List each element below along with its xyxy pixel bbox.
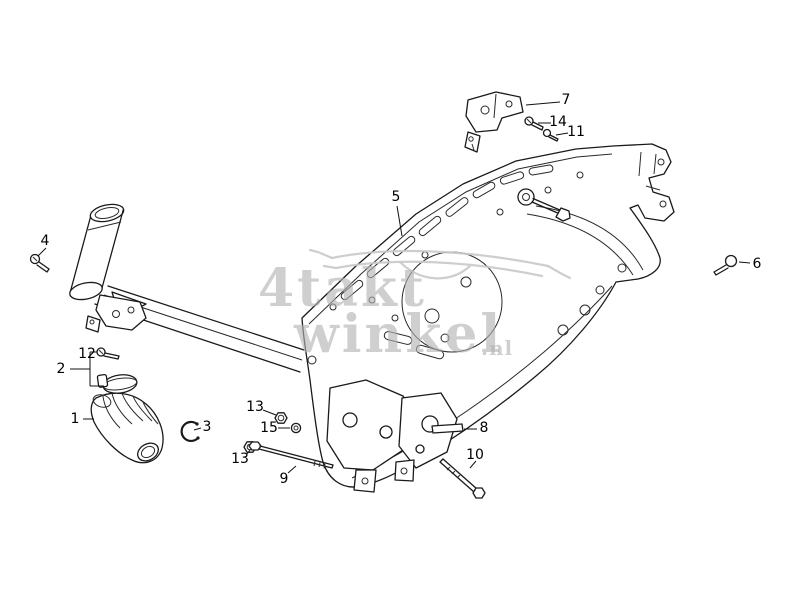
- bolt-part-10: [439, 458, 486, 499]
- callout-8: 8: [479, 420, 489, 436]
- intake-elbow-part-1: [90, 392, 164, 464]
- bracket-part-7: [464, 91, 524, 153]
- callout-2: 2: [56, 361, 66, 377]
- washer-part-15: [290, 422, 302, 434]
- bolt-part-9: [248, 441, 334, 469]
- circlip-part-3: [180, 420, 200, 443]
- callout-14: 14: [549, 114, 567, 130]
- nut-part-13-upper: [274, 412, 288, 424]
- callout-1: 1: [70, 411, 80, 427]
- callout-15: 15: [260, 420, 278, 436]
- callout-7: 7: [561, 92, 571, 108]
- callout-13-upper: 13: [246, 399, 264, 415]
- callout-11: 11: [567, 124, 585, 140]
- plate-part-8: [431, 423, 464, 434]
- callout-9: 9: [279, 471, 289, 487]
- callout-6: 6: [752, 256, 762, 272]
- callout-3: 3: [202, 419, 212, 435]
- callout-10: 10: [466, 447, 484, 463]
- callout-12: 12: [78, 346, 96, 362]
- screw-part-11: [542, 128, 559, 142]
- hose-clamp-part-2: [96, 373, 138, 394]
- bolt-part-6: [713, 254, 738, 276]
- callout-13-lower: 13: [231, 451, 249, 467]
- clamp-screw-part-12: [96, 347, 120, 360]
- leader-lines: [37, 101, 751, 474]
- callout-4: 4: [40, 233, 50, 249]
- head-tube: [69, 203, 147, 333]
- shock-mount-bolt: [517, 188, 571, 222]
- main-frame-body: [301, 143, 675, 493]
- screw-part-14: [524, 116, 544, 131]
- bolt-part-4: [29, 253, 50, 273]
- callout-5: 5: [391, 189, 401, 205]
- handlebar-sketch: [308, 248, 572, 280]
